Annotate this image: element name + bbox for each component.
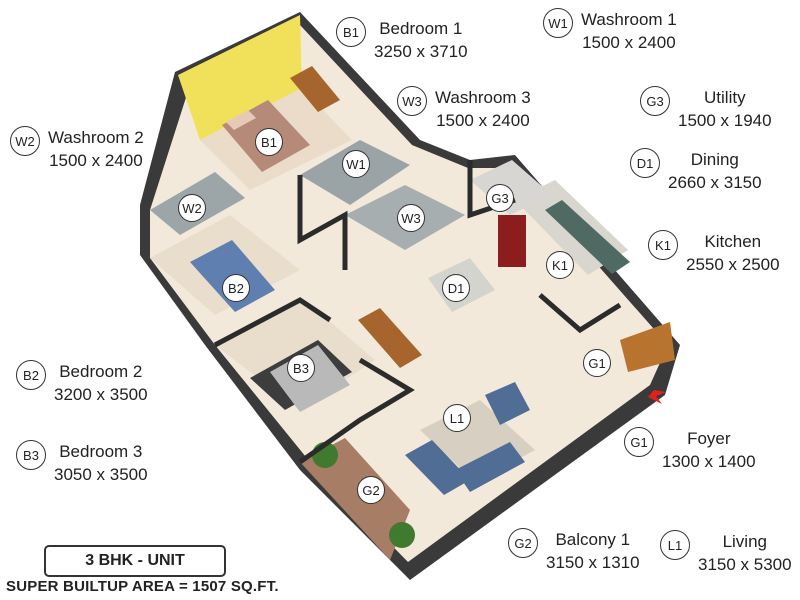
marker-W1: W1 [342,150,370,178]
legend-badge-B2: B2 [16,360,46,390]
marker-G2: G2 [357,476,385,504]
legend-name-B1: Bedroom 1 [379,19,463,38]
legend-name-G2: Balcony 1 [555,530,631,549]
legend-name-L1: Living [722,532,767,551]
legend-L1: L1 Living 3150 x 5300 [660,530,792,576]
legend-name-D1: Dining [690,150,739,169]
utility-floor [470,160,552,215]
interior-walls-3 [298,357,415,465]
living-sofa-left [405,440,470,495]
marker-B1: B1 [255,128,283,156]
bedroom1-pillow [226,110,256,130]
legend-name-W2: Washroom 2 [48,128,144,147]
legend-dims-G3: 1500 x 1940 [678,111,772,130]
legend-name-K1: Kitchen [704,232,762,251]
legend-badge-W1: W1 [543,8,573,38]
legend-name-W3: Washroom 3 [435,88,531,107]
bedroom1-yellow-wall [178,15,302,140]
legend-dims-K1: 2550 x 2500 [686,255,780,274]
marker-G1: G1 [583,349,611,377]
legend-G3: G3 Utility 1500 x 1940 [640,86,772,132]
marker-L1: L1 [443,404,471,432]
living-armchair [485,382,530,425]
legend-W2: W2 Washroom 2 1500 x 2400 [10,126,144,172]
interior-walls-2 [213,297,332,348]
marker-G3: G3 [486,184,514,212]
fridge [498,215,526,267]
legend-dims-B1: 3250 x 3710 [374,42,468,61]
legend-badge-W3: W3 [397,86,427,116]
legend-dims-W1: 1500 x 2400 [582,33,676,52]
marker-B3: B3 [287,354,315,382]
legend-badge-G2: G2 [508,528,538,558]
super-builtup-area: SUPER BUILTUP AREA = 1507 SQ.FT. [6,578,279,595]
marker-D1: D1 [442,274,470,302]
legend-dims-B3: 3050 x 3500 [54,465,148,484]
legend-name-B3: Bedroom 3 [59,442,143,461]
legend-K1: K1 Kitchen 2550 x 2500 [648,230,780,276]
foyer-door [620,322,675,372]
legend-G2: G2 Balcony 1 3150 x 1310 [508,528,640,574]
legend-D1: D1 Dining 2660 x 3150 [630,148,762,194]
legend-badge-B1: B1 [336,17,366,47]
marker-W2: W2 [178,194,206,222]
interior-walls [297,175,348,270]
legend-dims-W3: 1500 x 2400 [436,111,530,130]
balcony-plant-bottom [389,522,415,548]
legend-dims-B2: 3200 x 3500 [54,385,148,404]
legend-badge-G1: G1 [624,427,654,457]
legend-B1: B1 Bedroom 1 3250 x 3710 [336,17,468,63]
legend-badge-W2: W2 [10,126,40,156]
legend-name-B2: Bedroom 2 [59,362,143,381]
legend-name-W1: Washroom 1 [581,10,677,29]
legend-B2: B2 Bedroom 2 3200 x 3500 [16,360,148,406]
legend-badge-D1: D1 [630,148,660,178]
legend-dims-L1: 3150 x 5300 [698,555,792,574]
interior-walls-5 [538,293,622,334]
unit-type-label: 3 BHK - UNIT [44,545,226,577]
legend-W3: W3 Washroom 3 1500 x 2400 [397,86,531,132]
bedroom3-wardrobe [358,308,422,368]
legend-W1: W1 Washroom 1 1500 x 2400 [543,8,677,54]
legend-G1: G1 Foyer 1300 x 1400 [624,427,756,473]
legend-badge-K1: K1 [648,230,678,260]
legend-badge-L1: L1 [660,530,690,560]
marker-B2: B2 [222,274,250,302]
legend-badge-G3: G3 [640,86,670,116]
legend-dims-G1: 1300 x 1400 [662,452,756,471]
marker-W3: W3 [397,204,425,232]
balcony-floor [300,438,410,560]
entry-arrow-icon [648,390,666,404]
legend-dims-D1: 2660 x 3150 [668,173,762,192]
living-sofa-back [455,442,525,492]
legend-B3: B3 Bedroom 3 3050 x 3500 [16,440,148,486]
legend-name-G1: Foyer [687,429,731,448]
legend-dims-G2: 3150 x 1310 [546,553,640,572]
legend-name-G3: Utility [704,88,746,107]
kitchen-counter [545,200,630,274]
bedroom1-wardrobe [290,66,340,112]
legend-badge-B3: B3 [16,440,46,470]
legend-dims-W2: 1500 x 2400 [49,151,143,170]
marker-K1: K1 [546,251,574,279]
